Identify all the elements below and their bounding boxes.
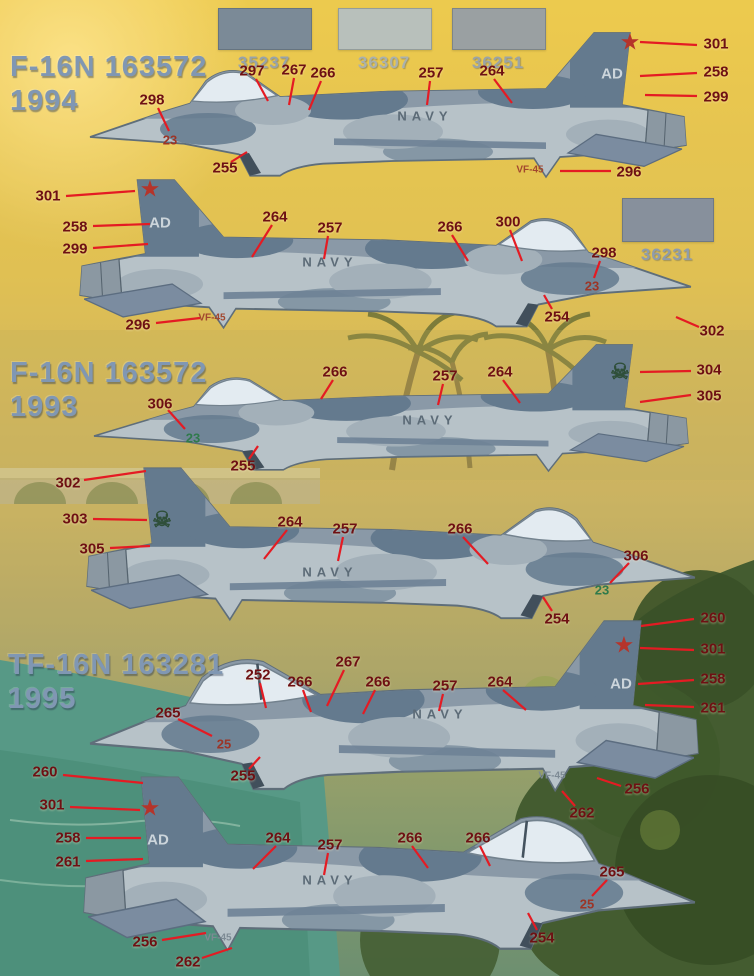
- paint-chip-label: 36251: [471, 53, 525, 72]
- aircraft-profile-tf16n-163281-1995-right-side: [82, 768, 697, 976]
- paint-swatch-fs36307: 36307: [338, 8, 432, 73]
- section-heading-1995: TF-16N 163281 1995: [8, 648, 224, 716]
- paint-swatch-fs36231: 36231: [622, 198, 714, 265]
- paint-chip: [218, 8, 312, 50]
- jet-silhouette: [82, 768, 697, 976]
- section-title: F-16N 163572: [10, 357, 208, 389]
- section-heading-1993: F-16N 163572 1993: [10, 356, 207, 424]
- paint-chip-label: 36231: [640, 245, 694, 264]
- paint-chip-label: 35237: [237, 53, 291, 72]
- section-title: TF-16N 163281: [8, 649, 225, 681]
- paint-swatch-fs36251: 36251: [452, 8, 546, 73]
- section-year: 1995: [8, 683, 77, 715]
- paint-chip: [338, 8, 432, 50]
- paint-chip-label: 36307: [357, 53, 411, 72]
- section-title: F-16N 163572: [10, 51, 208, 83]
- paint-chip: [622, 198, 714, 242]
- section-year: 1994: [10, 85, 79, 117]
- paint-chip: [452, 8, 546, 50]
- paint-swatch-fs35237: 35237: [218, 8, 312, 73]
- section-heading-1994: F-16N 163572 1994: [10, 50, 207, 118]
- section-year: 1993: [10, 391, 79, 423]
